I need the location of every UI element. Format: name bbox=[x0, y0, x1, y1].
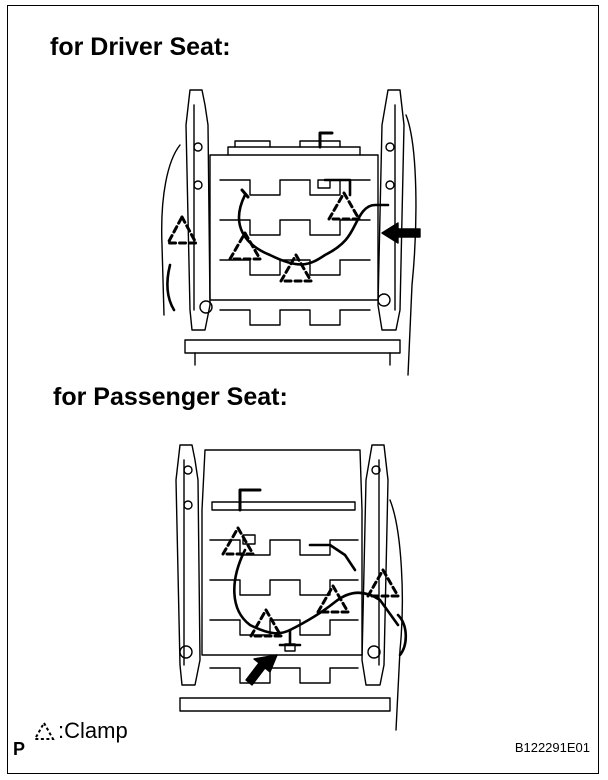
right-side-rail bbox=[377, 89, 405, 331]
wire-connector bbox=[284, 643, 296, 652]
left-side-rail bbox=[175, 444, 201, 686]
clamp-triangle-icon bbox=[228, 231, 262, 261]
driver-seat-heading: for Driver Seat: bbox=[50, 33, 231, 61]
wire-harness-branch bbox=[278, 628, 302, 647]
bottom-rail-feet bbox=[194, 352, 391, 366]
seat-spring bbox=[219, 179, 371, 196]
seat-spring bbox=[209, 539, 359, 556]
left-rail-bolt bbox=[183, 465, 193, 475]
seat-top-bracket bbox=[211, 501, 356, 511]
right-rail-bolt bbox=[371, 465, 381, 475]
driver-seat-diagram bbox=[160, 89, 421, 376]
indicator-arrow-icon bbox=[381, 222, 421, 244]
wire-harness-lead bbox=[396, 613, 408, 657]
wire-harness-branch bbox=[308, 543, 357, 572]
seat-cushion-frame bbox=[201, 449, 363, 656]
left-rail-bolt bbox=[199, 300, 213, 314]
wire-connector bbox=[240, 188, 250, 199]
seat-spring bbox=[209, 619, 359, 636]
seat-cushion-frame bbox=[209, 154, 379, 301]
left-rail-bolt bbox=[179, 645, 193, 659]
passenger-seat-diagram bbox=[175, 444, 408, 731]
right-rail-bolt bbox=[385, 180, 395, 190]
right-rail-bolt bbox=[377, 293, 391, 307]
left-rail-bolt bbox=[193, 142, 203, 152]
right-side-rail bbox=[361, 444, 389, 686]
left-side-cover bbox=[160, 144, 181, 316]
clamp-triangle-icon bbox=[279, 253, 313, 283]
left-side-rail bbox=[185, 89, 211, 331]
wire-connector bbox=[317, 179, 331, 189]
seat-spring bbox=[219, 259, 371, 276]
seat-spring bbox=[219, 309, 371, 326]
seat-top-tabs bbox=[234, 140, 341, 148]
bottom-rail bbox=[184, 339, 401, 354]
diagram-frame bbox=[7, 5, 599, 774]
left-rail-bolt bbox=[183, 500, 193, 510]
legend-label: :Clamp bbox=[58, 718, 128, 743]
wire-harness-lead bbox=[166, 263, 176, 312]
seat-spring bbox=[219, 219, 371, 236]
seat-spring bbox=[209, 579, 359, 596]
wire-harness bbox=[237, 193, 390, 266]
wire-harness-branch bbox=[323, 178, 352, 197]
right-side-cover bbox=[389, 499, 404, 731]
passenger-seat-heading: for Passenger Seat: bbox=[53, 383, 288, 411]
clamp-triangle-icon bbox=[166, 215, 198, 245]
clamp-triangle-icon bbox=[221, 526, 255, 556]
left-rail-bolt bbox=[193, 180, 203, 190]
clamp-triangle-icon bbox=[316, 584, 350, 614]
clamp-triangle-icon bbox=[366, 568, 400, 598]
seat-hook bbox=[238, 488, 262, 512]
figure-code: B122291E01 bbox=[514, 740, 590, 755]
corner-letter: P bbox=[13, 739, 26, 759]
bottom-rail bbox=[179, 697, 391, 712]
right-rail-bolt bbox=[385, 142, 395, 152]
indicator-arrow-icon bbox=[245, 654, 278, 686]
clamp-triangle-icon bbox=[249, 608, 283, 638]
seat-spring bbox=[209, 667, 359, 684]
seat-top-bracket bbox=[227, 146, 361, 156]
right-side-cover bbox=[405, 114, 417, 376]
legend: :Clamp bbox=[32, 716, 128, 746]
clamp-triangle-icon bbox=[33, 720, 55, 740]
right-rail-bolt bbox=[367, 645, 381, 659]
clamp-triangle-icon bbox=[327, 191, 361, 221]
seat-hook bbox=[318, 131, 334, 149]
